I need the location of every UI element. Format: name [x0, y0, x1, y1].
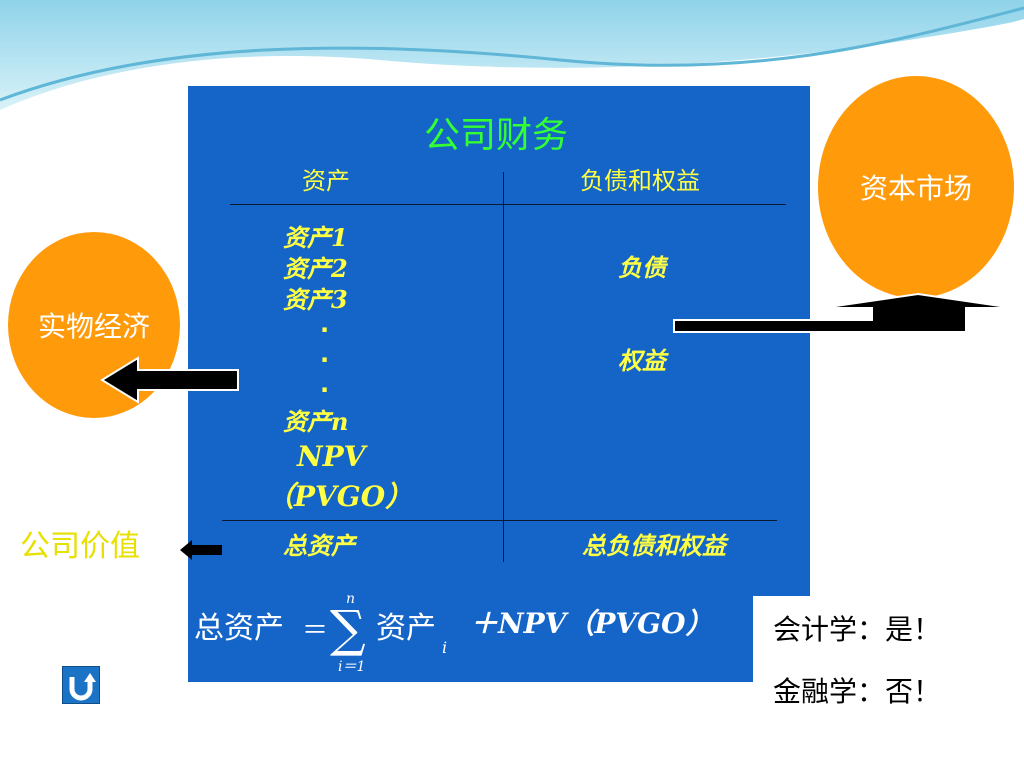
liability-item: 负债 [618, 253, 666, 282]
sum-upper-limit: n [346, 591, 356, 607]
header-divider [230, 204, 786, 205]
balance-sheet-panel [188, 86, 810, 596]
return-arrow-icon [69, 673, 96, 701]
formula-equals: ＝ [302, 616, 329, 646]
asset-item-n: 资产n [283, 407, 349, 436]
ellipsis-dot-3: · [320, 376, 330, 404]
formula-subscript: i [442, 638, 448, 657]
column-header-liabilities: 负债和权益 [580, 167, 700, 195]
asset-item-1: 资产1 [283, 223, 348, 252]
accounting-note: 会计学：是！ [773, 613, 942, 646]
company-value-label: 公司价值 [20, 529, 140, 564]
total-assets-label: 总资产 [283, 531, 355, 560]
formula-npv-term: ＋NPV（PVGO） [470, 607, 714, 640]
ellipsis-dot-2: · [320, 346, 330, 374]
left-arrow-to-company-value [180, 540, 222, 560]
left-arrow-to-real-economy [100, 356, 239, 404]
asset-item-2: 资产2 [283, 254, 348, 283]
ellipsis-dot-1: · [320, 316, 330, 344]
equity-item: 权益 [618, 346, 666, 375]
column-divider [503, 172, 504, 562]
formula-term: 资产 [376, 611, 436, 646]
pvgo-label: （PVGO） [266, 480, 414, 513]
formula-lhs: 总资产 [194, 611, 284, 646]
panel-title: 公司财务 [424, 115, 569, 156]
real-economy-label: 实物经济 [37, 310, 150, 343]
total-liabilities-label: 总负债和权益 [582, 531, 726, 560]
column-header-assets: 资产 [302, 167, 350, 195]
formula-box [188, 596, 753, 682]
asset-item-3: 资产3 [283, 285, 348, 314]
header-wave-decoration [0, 0, 1024, 113]
up-arrow-to-capital-market [673, 292, 1015, 333]
back-button[interactable] [62, 666, 100, 704]
capital-market-circle: 资本市场 [818, 76, 1014, 298]
sum-symbol: ∑ [330, 600, 366, 658]
finance-note: 金融学：否！ [773, 675, 942, 708]
npv-label: NPV [297, 440, 366, 473]
total-divider [222, 520, 777, 521]
sum-lower-limit: i＝1 [338, 659, 366, 675]
capital-market-label: 资本市场 [859, 172, 972, 205]
